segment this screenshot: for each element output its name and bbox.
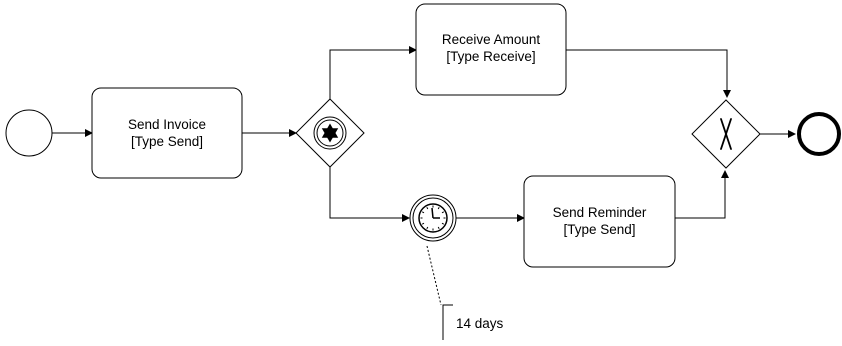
task-send-invoice-title: Send Invoice bbox=[128, 117, 206, 132]
task-send-reminder[interactable]: Send Reminder [Type Send] bbox=[523, 175, 676, 268]
sequence-flows bbox=[52, 46, 796, 222]
timer-inner-circle bbox=[412, 197, 454, 239]
annotation-bracket bbox=[442, 304, 453, 340]
flow-gateway-to-receive-amount bbox=[329, 46, 417, 99]
annotation-text: 14 days bbox=[456, 316, 504, 331]
task-receive-amount-type: [Type Receive] bbox=[446, 49, 535, 64]
exclusive-gateway[interactable] bbox=[691, 99, 761, 169]
gateway-inner-circle bbox=[316, 119, 344, 147]
timer-annotation: 14 days bbox=[426, 245, 504, 340]
timer-event[interactable] bbox=[409, 194, 457, 242]
task-send-invoice-type: [Type Send] bbox=[131, 134, 203, 149]
task-send-reminder-type: [Type Send] bbox=[563, 222, 635, 237]
task-receive-amount[interactable]: Receive Amount [Type Receive] bbox=[415, 3, 567, 96]
exclusive-gateway-x-icon bbox=[720, 118, 732, 150]
gateway-outer-circle bbox=[313, 116, 347, 150]
clock-icon bbox=[418, 203, 448, 233]
flow-gateway-to-timer bbox=[329, 167, 410, 222]
event-gateway-star-icon-inverted bbox=[321, 128, 339, 143]
task-send-reminder-title: Send Reminder bbox=[553, 205, 647, 220]
end-event-icon[interactable] bbox=[797, 112, 841, 156]
task-send-invoice[interactable]: Send Invoice [Type Send] bbox=[91, 87, 243, 179]
annotation-association bbox=[426, 245, 442, 306]
start-event-icon[interactable] bbox=[5, 109, 53, 157]
event-based-gateway[interactable] bbox=[295, 98, 365, 168]
flow-receive-amount-to-xor bbox=[566, 49, 731, 98]
task-receive-amount-title: Receive Amount bbox=[442, 32, 541, 47]
flow-send-reminder-to-xor bbox=[675, 170, 729, 219]
